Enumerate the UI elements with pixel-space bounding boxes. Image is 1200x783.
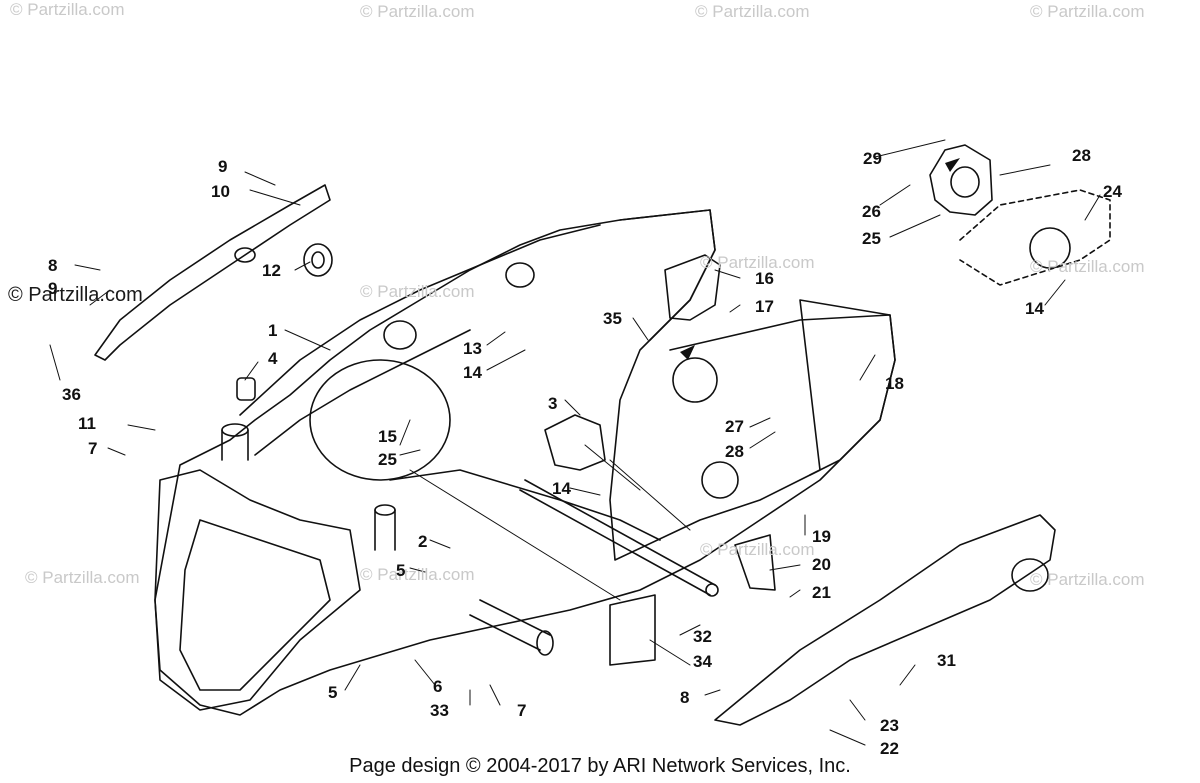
callout-label: 18 <box>885 374 904 393</box>
right-arm <box>714 514 1056 726</box>
bracket-20 <box>734 534 776 591</box>
frame-body <box>154 209 896 716</box>
left-arm-hole <box>234 247 256 263</box>
callout-label: 11 <box>78 414 96 433</box>
small-plate <box>664 254 721 321</box>
watermark: © Partzilla.com <box>10 0 125 19</box>
mount-plate <box>609 594 656 666</box>
callout-label: 17 <box>755 297 774 316</box>
dashed-plate <box>959 189 1111 286</box>
right-arm-hole <box>1011 558 1049 592</box>
watermark: © Partzilla.com <box>360 565 475 584</box>
callout-label: 34 <box>693 652 712 671</box>
callout-label: 33 <box>430 701 449 720</box>
callout-label: 10 <box>211 182 230 201</box>
callout-label: 29 <box>863 149 882 168</box>
callout-label: 26 <box>862 202 881 221</box>
frame-hole-2 <box>383 320 417 350</box>
callout-label: 36 <box>62 385 81 404</box>
steering-post <box>221 429 249 461</box>
callout-label: 4 <box>268 349 278 368</box>
right-side-plate <box>619 209 716 341</box>
left-arm <box>94 184 331 361</box>
callout-label: 19 <box>812 527 831 546</box>
front-bulkhead <box>154 469 361 711</box>
watermark: © Partzilla.com <box>1030 257 1145 276</box>
watermark: © Partzilla.com <box>700 253 815 272</box>
watermark-logo: © Partzilla.com <box>8 284 143 306</box>
callout-label: 32 <box>693 627 712 646</box>
cover-plate <box>544 414 606 471</box>
shipment-marker <box>680 345 695 360</box>
callout-label: 14 <box>1025 299 1044 318</box>
frame-inner-line <box>254 329 471 456</box>
front-opening <box>309 359 451 481</box>
cross-tube <box>519 479 716 596</box>
watermark: © Partzilla.com <box>25 568 140 587</box>
callout-label: 14 <box>463 363 482 382</box>
watermark: © Partzilla.com <box>700 540 815 559</box>
callout-label: 9 <box>218 157 228 176</box>
callout-label: 25 <box>378 450 397 469</box>
callout-label: 1 <box>268 321 278 340</box>
side-plate-hole-lower <box>701 461 739 499</box>
callout-label: 24 <box>1103 182 1122 201</box>
watermark: © Partzilla.com <box>1030 2 1145 21</box>
callout-label: 5 <box>328 683 338 702</box>
callout-label: 16 <box>755 269 774 288</box>
watermark: © Partzilla.com <box>1030 570 1145 589</box>
callout-label: 25 <box>862 229 881 248</box>
rear-side-plate <box>669 314 896 476</box>
watermark: © Partzilla.com <box>360 282 475 301</box>
bracket <box>929 144 993 216</box>
callout-label: 14 <box>552 479 571 498</box>
watermark: © Partzilla.com <box>695 2 810 21</box>
callout-label: 12 <box>262 261 281 280</box>
callout-label: 3 <box>548 394 558 413</box>
callout-label: 8 <box>48 256 58 275</box>
lower-tube <box>469 599 551 651</box>
callout-label: 35 <box>603 309 622 328</box>
callout-label: 20 <box>812 555 831 574</box>
idler-wheel <box>303 243 333 277</box>
callout-label: 28 <box>725 442 744 461</box>
callout-label: 13 <box>463 339 482 358</box>
side-plate-hole <box>672 357 718 403</box>
callout-label: 9 <box>48 279 58 298</box>
callout-label: 31 <box>937 651 956 670</box>
post-cap <box>236 377 256 401</box>
callout-label: 23 <box>880 716 899 735</box>
callout-label: 8 <box>680 688 690 707</box>
callout-label: 28 <box>1072 146 1091 165</box>
callout-label: 7 <box>88 439 98 458</box>
bracket-marker <box>945 158 960 172</box>
watermark: © Partzilla.com <box>360 2 475 21</box>
callout-label: 2 <box>418 532 428 551</box>
copyright-footer: Page design © 2004-2017 by ARI Network S… <box>349 755 851 777</box>
callout-label: 5 <box>396 561 406 580</box>
frame-hole-1 <box>505 262 535 288</box>
callout-label: 22 <box>880 739 899 758</box>
callout-label: 27 <box>725 417 744 436</box>
frame-top-rail <box>239 224 601 416</box>
callout-label: 21 <box>812 583 831 602</box>
callout-label: 7 <box>517 701 527 720</box>
callout-label: 15 <box>378 427 397 446</box>
front-bulkhead-inner <box>179 519 331 691</box>
callout-label: 6 <box>433 677 443 696</box>
